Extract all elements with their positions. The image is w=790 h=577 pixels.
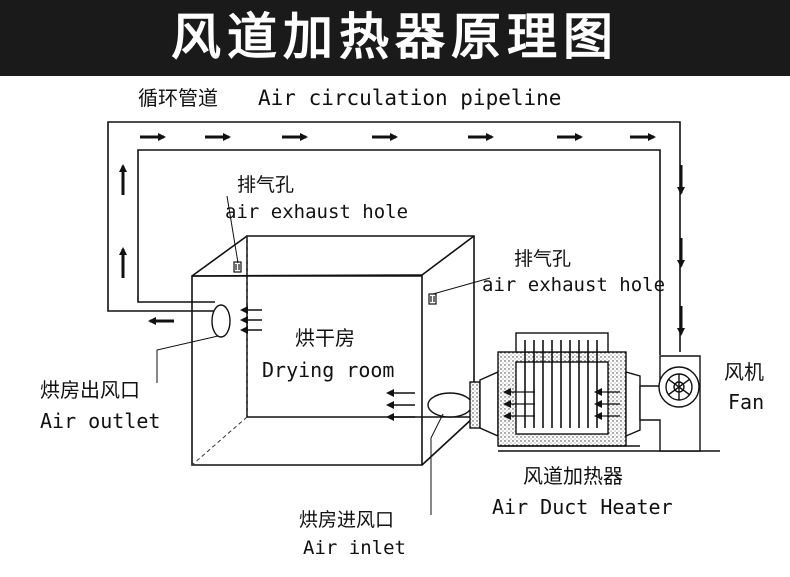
outlet-arrows <box>240 306 262 334</box>
fan-icon <box>639 355 701 452</box>
air-inlet-icon <box>427 381 481 429</box>
title-banner: 风道加热器原理图 <box>0 0 790 76</box>
fan-label-en: Fan <box>728 390 765 414</box>
circulation-pipeline <box>107 121 681 355</box>
inlet-arrows <box>386 389 415 421</box>
air-inlet-label-zh: 烘房进风口 <box>299 509 395 531</box>
fan-label-zh: 风机 <box>724 360 764 384</box>
air-outlet-icon <box>211 304 231 338</box>
exhaust-label-1-zh: 排气孔 <box>237 174 295 196</box>
air-outlet-label-zh: 烘房出风口 <box>40 378 140 402</box>
outlet-leader <box>156 335 219 383</box>
duct-heater-diagram <box>107 121 720 515</box>
flow-arrows <box>119 133 685 336</box>
pipeline-label-en: Air circulation pipeline <box>258 86 562 110</box>
air-duct-heater <box>479 332 720 452</box>
heater-label-zh: 风道加热器 <box>523 464 623 488</box>
heater-arrows <box>503 388 620 420</box>
inlet-leader <box>430 413 444 515</box>
exhaust-label-2-zh: 排气孔 <box>514 248 572 270</box>
drying-room-label-zh: 烘干房 <box>295 326 355 350</box>
exhaust-label-2-en: air exhaust hole <box>482 274 666 296</box>
page-title: 风道加热器原理图 <box>171 8 619 66</box>
exhaust-hole-icon <box>233 261 437 305</box>
heater-label-en: Air Duct Heater <box>492 495 673 519</box>
air-inlet-label-en: Air inlet <box>303 537 406 559</box>
exhaust-leaders <box>226 195 491 295</box>
exhaust-label-1-en: air exhaust hole <box>225 201 409 223</box>
heater-element-bars <box>524 340 598 428</box>
pipeline-label-zh: 循环管道 <box>138 86 218 110</box>
drying-room-label-en: Drying room <box>262 358 395 382</box>
air-outlet-label-en: Air outlet <box>40 409 161 433</box>
room-hidden-edges <box>191 236 248 466</box>
